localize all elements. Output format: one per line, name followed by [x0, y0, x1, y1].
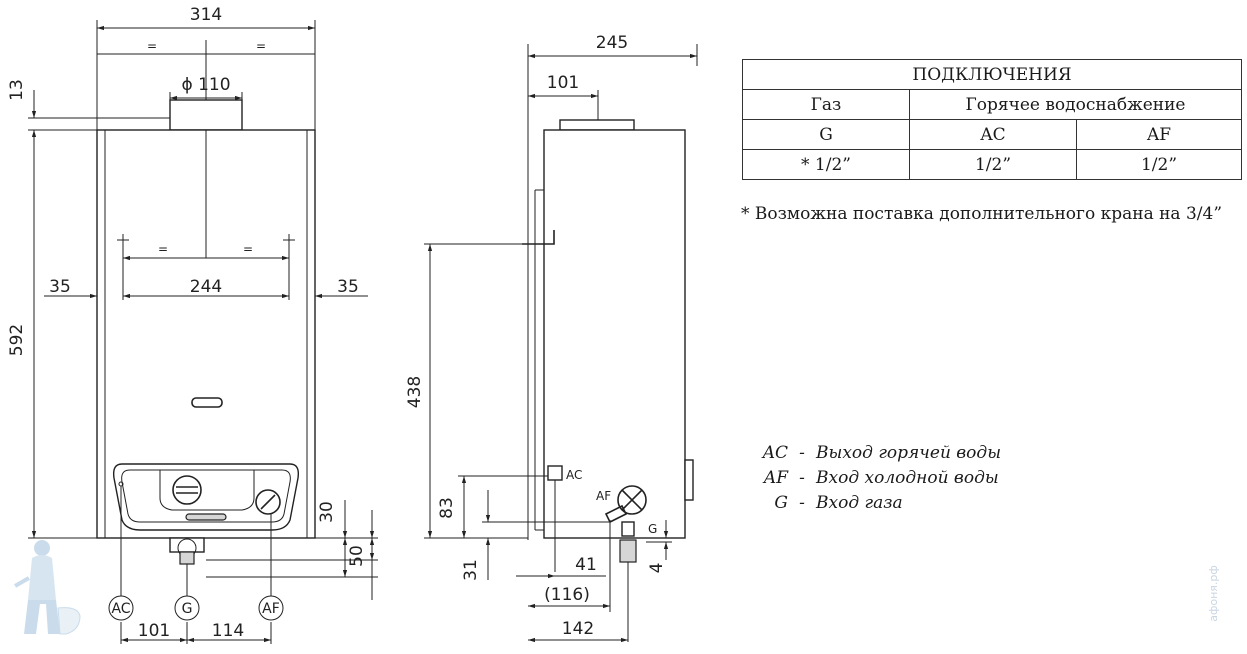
legend-row-g: G - Вход газа — [748, 493, 1001, 518]
watermark-text: афоня.рф — [1206, 565, 1220, 622]
front-view: 314 = = ϕ 110 13 592 = = — [7, 5, 378, 644]
side-label-g: G — [648, 522, 657, 536]
dim-offset-4: 4 — [647, 563, 667, 574]
size-ac: 1/2” — [909, 149, 1077, 180]
bracket-eq-left: = — [158, 242, 168, 256]
legend-text: Вход холодной воды — [816, 468, 999, 488]
connections-table: ПОДКЛЮЧЕНИЯ Газ Горячее водоснабжение G … — [742, 59, 1242, 180]
dim-conn-50: 50 — [347, 545, 367, 567]
circle-ac — [108, 595, 134, 621]
eq-right: = — [256, 39, 266, 53]
bracket-eq-right: = — [243, 242, 253, 256]
eq-left: = — [147, 39, 157, 53]
dim-g-af-114: 114 — [212, 621, 244, 641]
dim-flue-offset-101: 101 — [547, 73, 579, 93]
legend-text: Выход горячей воды — [816, 443, 1002, 463]
legend-sep: - — [799, 468, 805, 488]
dim-top-13: 13 — [7, 79, 27, 101]
size-af: 1/2” — [1076, 149, 1242, 180]
code-g: G — [742, 119, 910, 150]
legend: AC - Выход горячей воды AF - Вход холодн… — [748, 443, 1001, 518]
dim-bracket-438: 438 — [405, 376, 425, 408]
dim-conn-31: 31 — [461, 559, 481, 581]
dim-bottom-142: 142 — [562, 619, 594, 639]
legend-code: AF — [763, 468, 788, 488]
legend-code: G — [774, 493, 788, 513]
watermark: афоня.рф — [1207, 545, 1239, 645]
dim-conn-30: 30 — [317, 501, 337, 523]
plumber-logo — [14, 540, 81, 635]
code-ac: AC — [909, 119, 1077, 150]
circle-g — [174, 595, 200, 621]
label-circle-ac: AC — [111, 601, 130, 617]
footnote: * Возможна поставка дополнительного кран… — [741, 204, 1223, 224]
dim-margin-right-35: 35 — [337, 277, 359, 297]
dim-offset-116: (116) — [544, 585, 590, 605]
header-hot-water: Горячее водоснабжение — [909, 89, 1242, 120]
header-gas: Газ — [742, 89, 910, 120]
side-label-af: AF — [596, 489, 611, 503]
dim-offset-41: 41 — [575, 555, 597, 575]
legend-row-ac: AC - Выход горячей воды — [748, 443, 1001, 468]
dim-conn-83: 83 — [437, 497, 457, 519]
dim-flue-diameter: ϕ 110 — [181, 75, 230, 95]
side-view: 245 101 438 AC 83 AF — [405, 33, 698, 643]
side-label-ac: AC — [566, 468, 582, 482]
label-circle-af: AF — [262, 601, 280, 617]
legend-code: AC — [762, 443, 788, 463]
dim-bracket-244: 244 — [190, 277, 222, 297]
label-circle-g: G — [182, 601, 193, 617]
table-title: ПОДКЛЮЧЕНИЯ — [742, 59, 1242, 90]
dim-depth-245: 245 — [596, 33, 628, 53]
legend-row-af: AF - Вход холодной воды — [748, 468, 1001, 493]
legend-sep: - — [799, 443, 805, 463]
code-af: AF — [1076, 119, 1242, 150]
circle-af — [258, 595, 284, 621]
legend-text: Вход газа — [816, 493, 903, 513]
dim-height-592: 592 — [7, 324, 27, 356]
dim-ac-g-101: 101 — [138, 621, 170, 641]
size-g: * 1/2” — [742, 149, 910, 180]
dim-width-314: 314 — [190, 5, 222, 25]
legend-sep: - — [799, 493, 805, 513]
dim-margin-left-35: 35 — [49, 277, 71, 297]
